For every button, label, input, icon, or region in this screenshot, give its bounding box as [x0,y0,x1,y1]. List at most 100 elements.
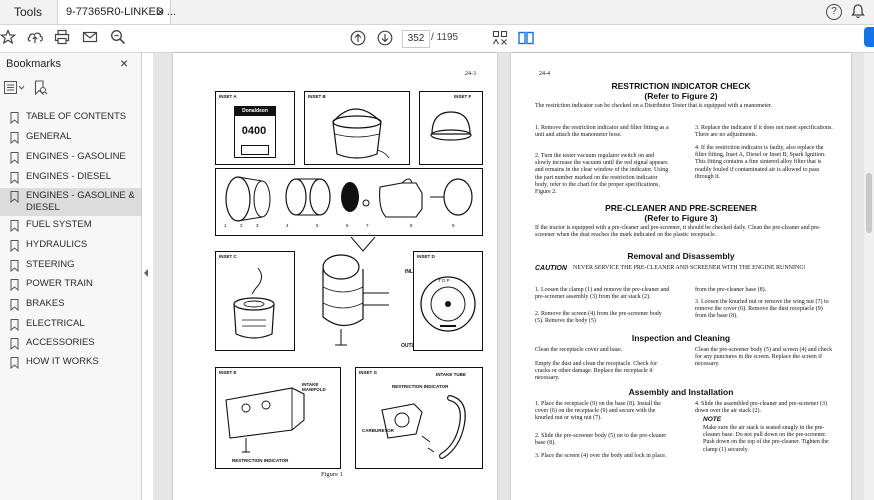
callout-number: 9 [452,223,455,228]
step-text: 4. If the restriction indicator is fault… [695,145,826,180]
inset-label: INSET F [454,94,472,99]
step-text: 4. Slide the assembled pre-cleaner and p… [695,401,827,415]
inlet-label: INLET [405,269,419,275]
collapse-panel-icon[interactable] [143,268,149,278]
step-text: 3. Replace the indicator if it does not … [695,125,833,139]
outlet-label: OUTLET [401,343,421,349]
restriction-indicator-label: RESTRICTION INDICATOR [232,458,289,463]
next-page-icon[interactable] [377,30,393,46]
bookmark-item-selected[interactable]: ENGINES - GASOLINE & DIESEL [0,188,141,216]
options-menu-icon[interactable] [4,81,26,95]
bookmark-label: ENGINES - GASOLINE & DIESEL [26,190,135,213]
paragraph: The restriction indicator can be checked… [535,103,773,109]
print-icon[interactable] [54,29,70,45]
bookmark-icon [10,191,19,203]
help-icon[interactable]: ? [826,4,842,20]
vertical-scrollbar[interactable] [864,53,874,500]
inset-d: INSET D T O P [413,251,483,351]
paragraph: Clean the receptacle cover and base. [535,347,623,353]
callout-number: 8 [410,223,413,228]
inset-g: INSET G INTAKE TUBE RESTRICTION INDICATO… [355,367,483,469]
step-text: 2. Turn the tester vacuum regulator swit… [535,153,669,196]
callout-number: 1 [224,223,227,228]
step-text: from the pre-cleaner base (8). [695,287,767,293]
callout-number: 6 [346,223,349,228]
bookmark-label: TABLE OF CONTENTS [26,111,127,122]
exploded-view: 1 2 3 4 5 6 7 8 9 [215,168,483,236]
step-text: 3. Loosen the knurled nut or remove the … [695,299,829,320]
bell-icon[interactable] [851,3,865,19]
inset-label: INSET G [359,370,378,375]
section-heading: Assembly and Installation [628,387,734,397]
bookmark-icon [10,132,19,144]
main-toolbar: 352 / 1195 [0,25,874,53]
inset-label: INSET B [308,94,326,99]
cap-illustration [430,111,472,141]
page-number: 24-4 [539,71,550,77]
bookmark-label: ENGINES - DIESEL [26,171,111,182]
upload-cloud-icon[interactable] [26,29,44,45]
bookmark-icon [10,319,19,331]
inset-c: INSET C [215,251,295,351]
bookmark-label: HOW IT WORKS [26,356,99,367]
restriction-indicator-illustration [233,267,275,339]
bookmark-label: FUEL SYSTEM [26,219,92,230]
page-organize-icon[interactable] [492,30,508,46]
bookmark-label: ENGINES - GASOLINE [26,151,126,162]
top-tab-bar: Tools 9-77365R0-LINKED ... × ? [0,0,874,25]
section-heading: Inspection and Cleaning [631,333,731,343]
intake-tube-label: INTAKE TUBE [436,372,466,377]
air-cleaner-illustration [322,237,389,346]
bookmark-icon [10,240,19,252]
bookmark-icon [10,260,19,272]
inset-label: INSET D [417,254,435,259]
scrollbar-thumb[interactable] [866,173,872,233]
bookmark-label: ELECTRICAL [26,318,85,329]
bookmark-icon [10,152,19,164]
bookmark-label: POWER TRAIN [26,278,93,289]
email-icon[interactable] [82,29,98,45]
find-bookmark-icon[interactable] [34,80,48,96]
bookmark-icon [10,299,19,311]
step-text: 1. Remove the restriction indicator and … [535,125,669,139]
page-total: / 1195 [431,32,459,43]
bookmark-label: ACCESSORIES [26,337,95,348]
callout-number: 3 [256,223,259,228]
bookmark-label: STEERING [26,259,75,270]
bookmark-label: GENERAL [26,131,72,142]
close-panel-icon[interactable]: × [120,55,129,71]
section-subheading: (Refer to Figure 3) [644,213,718,223]
two-page-view-icon[interactable] [518,30,534,46]
document-viewport[interactable]: 24-3 INSET A Donaldson 0400 INSET B INSE… [153,53,864,500]
oil-bucket-illustration [332,108,390,159]
zoom-search-icon[interactable] [110,29,126,45]
intake-manifold-label: INTAKE MANIFOLD [302,382,326,392]
step-text: 3. Place the screen (4) over the body an… [535,453,667,459]
star-icon[interactable] [0,29,16,45]
previous-page-icon[interactable] [350,30,366,46]
step-text: 1. Loosen the clamp (1) and remove the p… [535,287,670,301]
tools-tab[interactable]: Tools [13,5,42,19]
page-number-input[interactable]: 352 [402,30,430,48]
bookmark-label: HYDRAULICS [26,239,88,250]
inset-a: INSET A Donaldson 0400 [215,91,295,165]
inset-b: INSET B [304,91,410,165]
section-heading: PRE-CLEANER AND PRE-SCREENER [605,203,757,213]
callout-number: 2 [240,223,243,228]
right-panel-toggle[interactable] [864,27,874,47]
caution-text: NEVER SERVICE THE PRE-CLEANER AND SCREEN… [573,265,806,271]
pdf-page-right: 24-4 RESTRICTION INDICATOR CHECK (Refer … [511,53,851,500]
package-panel [241,145,269,155]
section-heading: RESTRICTION INDICATOR CHECK [611,81,751,91]
bookmark-icon [10,279,19,291]
bookmark-label: BRAKES [26,298,65,309]
bookmark-icon [10,357,19,369]
figure-caption: Figure 1 [321,471,343,478]
close-tab-icon[interactable]: × [156,5,164,19]
bookmark-icon [10,220,19,232]
bookmark-icon [10,338,19,350]
pdf-page-left: 24-3 INSET A Donaldson 0400 INSET B INSE… [173,53,497,500]
document-tab[interactable]: 9-77365R0-LINKED ... × [57,0,176,24]
inset-label: INSET C [219,254,237,259]
bookmarks-panel: Bookmarks × TABLE OF CONTENTS GENERAL EN… [0,53,142,500]
